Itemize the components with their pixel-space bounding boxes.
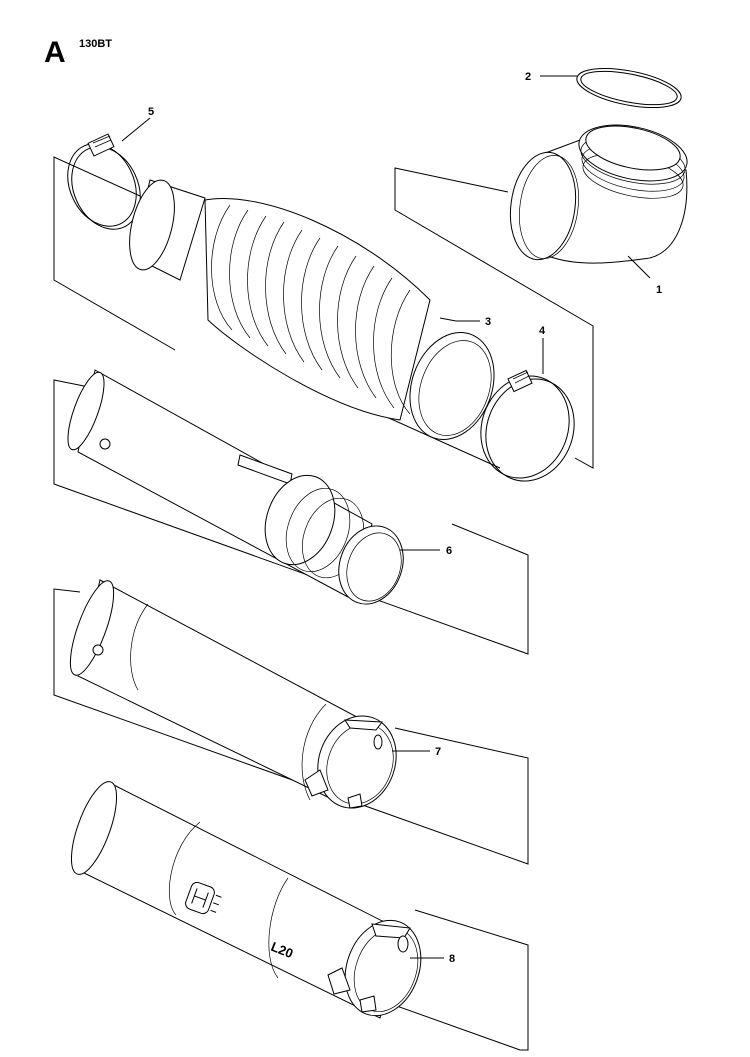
callout-6: 6 <box>400 545 452 557</box>
part-2-o-ring <box>576 67 682 109</box>
part-7-tube <box>69 579 397 809</box>
panel-tube6-outline <box>53 379 529 655</box>
svg-text:1: 1 <box>656 284 662 296</box>
callout-2: 2 <box>525 71 577 83</box>
tube8-slot-icon <box>397 935 409 953</box>
hose-corrugation-ridges <box>211 204 411 415</box>
part-4-hose-clamp <box>480 369 575 482</box>
part-8-nozzle-tube: L20 <box>70 781 422 1019</box>
svg-text:7: 7 <box>435 746 441 758</box>
model-label: 130BT <box>79 38 113 50</box>
husqvarna-crown-logo-icon <box>185 881 222 915</box>
svg-text:4: 4 <box>539 325 546 337</box>
panel-tube8-outline <box>379 909 529 1051</box>
svg-text:5: 5 <box>148 106 154 118</box>
callout-1: 1 <box>627 255 662 296</box>
svg-text:8: 8 <box>449 953 455 965</box>
tube7-latch-hole-icon <box>92 644 104 656</box>
svg-text:6: 6 <box>446 545 452 557</box>
part-1-elbow <box>509 124 688 264</box>
part-6-tube <box>67 369 404 605</box>
svg-text:2: 2 <box>525 71 531 83</box>
tube6-latch-hole-icon <box>99 438 111 450</box>
callout-7: 7 <box>392 746 441 758</box>
callout-5: 5 <box>121 106 154 142</box>
section-letter: A <box>44 36 66 69</box>
callout-3: 3 <box>439 316 491 328</box>
part-5-hose-clamp <box>67 133 141 230</box>
part-3-corrugated-hose <box>129 179 495 440</box>
callout-8: 8 <box>410 953 455 965</box>
svg-text:3: 3 <box>485 316 491 328</box>
callout-4: 4 <box>539 325 546 374</box>
panel-elbow-outline <box>394 167 594 469</box>
tube7-slot-icon <box>373 734 383 750</box>
